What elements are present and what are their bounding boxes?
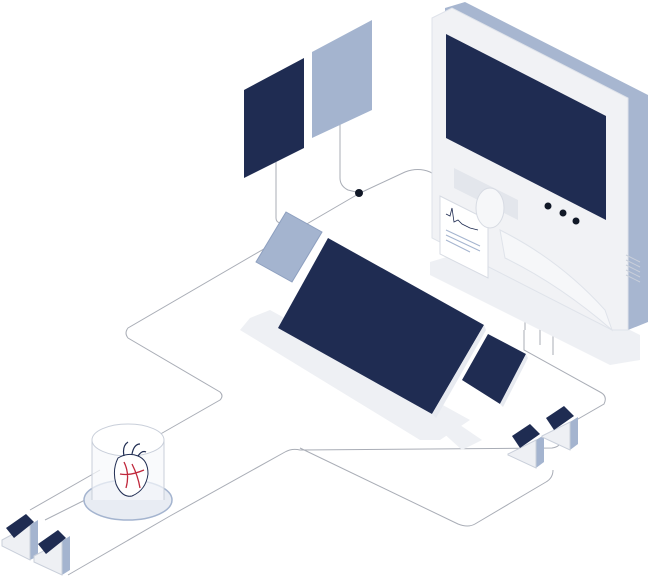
pedestal-terminal-left-1 bbox=[1, 514, 38, 561]
work-table bbox=[278, 238, 486, 418]
small-monitor bbox=[462, 334, 528, 407]
monitor-ports bbox=[544, 202, 580, 225]
heart-icon bbox=[113, 441, 149, 497]
monitor-shadow bbox=[430, 250, 640, 365]
small-shadow bbox=[440, 425, 482, 450]
cable-bottom-right bbox=[299, 447, 554, 527]
port-3 bbox=[572, 217, 580, 225]
port-1 bbox=[544, 202, 552, 210]
port-2 bbox=[559, 209, 567, 217]
monitor-arm bbox=[499, 229, 614, 332]
pedestal-terminal-right-1 bbox=[507, 424, 544, 469]
printout-paper bbox=[439, 187, 505, 279]
cable-joint bbox=[355, 189, 363, 197]
cable-main-loop bbox=[125, 169, 444, 441]
overhead-screen-left bbox=[244, 58, 304, 178]
table-shadow bbox=[240, 310, 470, 440]
container-top bbox=[91, 423, 165, 457]
floor-shadows bbox=[240, 250, 640, 450]
pedestal-terminal-right-2 bbox=[541, 406, 578, 451]
monitor-screen bbox=[446, 34, 606, 220]
pedestal-terminal-left-2 bbox=[33, 530, 70, 576]
cable-overhead-right bbox=[339, 120, 361, 194]
overhead-screen-right bbox=[312, 20, 372, 138]
monitor-vent-grille bbox=[625, 254, 641, 283]
ecg-trace bbox=[445, 207, 479, 231]
tablet-panel bbox=[255, 211, 323, 283]
heart-container bbox=[83, 423, 173, 521]
cable-right-loop bbox=[523, 330, 606, 439]
